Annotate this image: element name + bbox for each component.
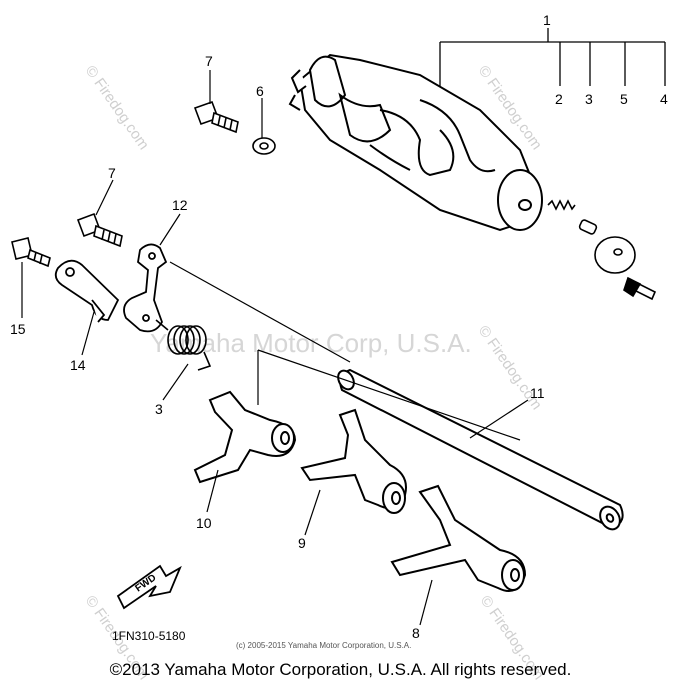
callout-numbers: 1 2 3 4 5 6 7 7 12 15 14 3 11 10 9 8 (10, 12, 668, 641)
bolt-15 (11, 237, 51, 268)
callout-10: 10 (196, 515, 212, 531)
callout-9: 9 (298, 535, 306, 551)
callout-15: 15 (10, 321, 26, 337)
forward-arrow-icon: FWD (116, 564, 182, 610)
callout-7-lower: 7 (108, 165, 116, 181)
callout-14: 14 (70, 357, 86, 373)
callout-3-spring: 3 (155, 401, 163, 417)
small-copyright: (c) 2005-2015 Yamaha Motor Corporation, … (236, 641, 411, 650)
torsion-spring-3 (155, 319, 212, 371)
callout-2: 2 (555, 91, 563, 107)
footer-copyright: ©2013 Yamaha Motor Corporation, U.S.A. A… (109, 660, 572, 679)
callout-7-upper: 7 (205, 53, 213, 69)
watermark-site-1: © Firedog.com (82, 63, 152, 154)
shift-fork-10 (193, 390, 297, 484)
callout-11: 11 (530, 385, 545, 401)
callout-bracket-1 (439, 28, 666, 96)
shift-fork-8 (390, 484, 527, 592)
guide-bar-11 (169, 261, 624, 531)
plate-part-5 (594, 236, 636, 274)
washer-6 (252, 137, 276, 155)
callout-bracket-forks (257, 349, 521, 441)
drum-small-parts (547, 199, 657, 301)
leader-11 (469, 399, 529, 439)
callout-4: 4 (660, 91, 668, 107)
pin-part-3 (578, 219, 598, 235)
callout-8: 8 (412, 625, 420, 641)
callout-1: 1 (543, 12, 551, 28)
stopper-lever-12 (123, 243, 168, 333)
shift-drum (288, 53, 543, 232)
shift-fork-9 (300, 408, 407, 514)
bolt-7-lower (76, 212, 123, 248)
callout-6: 6 (256, 83, 264, 99)
callout-12: 12 (172, 197, 188, 213)
plate-hole (613, 248, 623, 256)
callout-5: 5 (620, 91, 628, 107)
callout-3-drum: 3 (585, 91, 593, 107)
bolt-7-upper (193, 100, 239, 134)
part-code: 1FN310-5180 (112, 629, 186, 643)
spring-part-2 (547, 199, 576, 211)
lever-14 (54, 259, 120, 323)
leader-lines (21, 70, 433, 626)
